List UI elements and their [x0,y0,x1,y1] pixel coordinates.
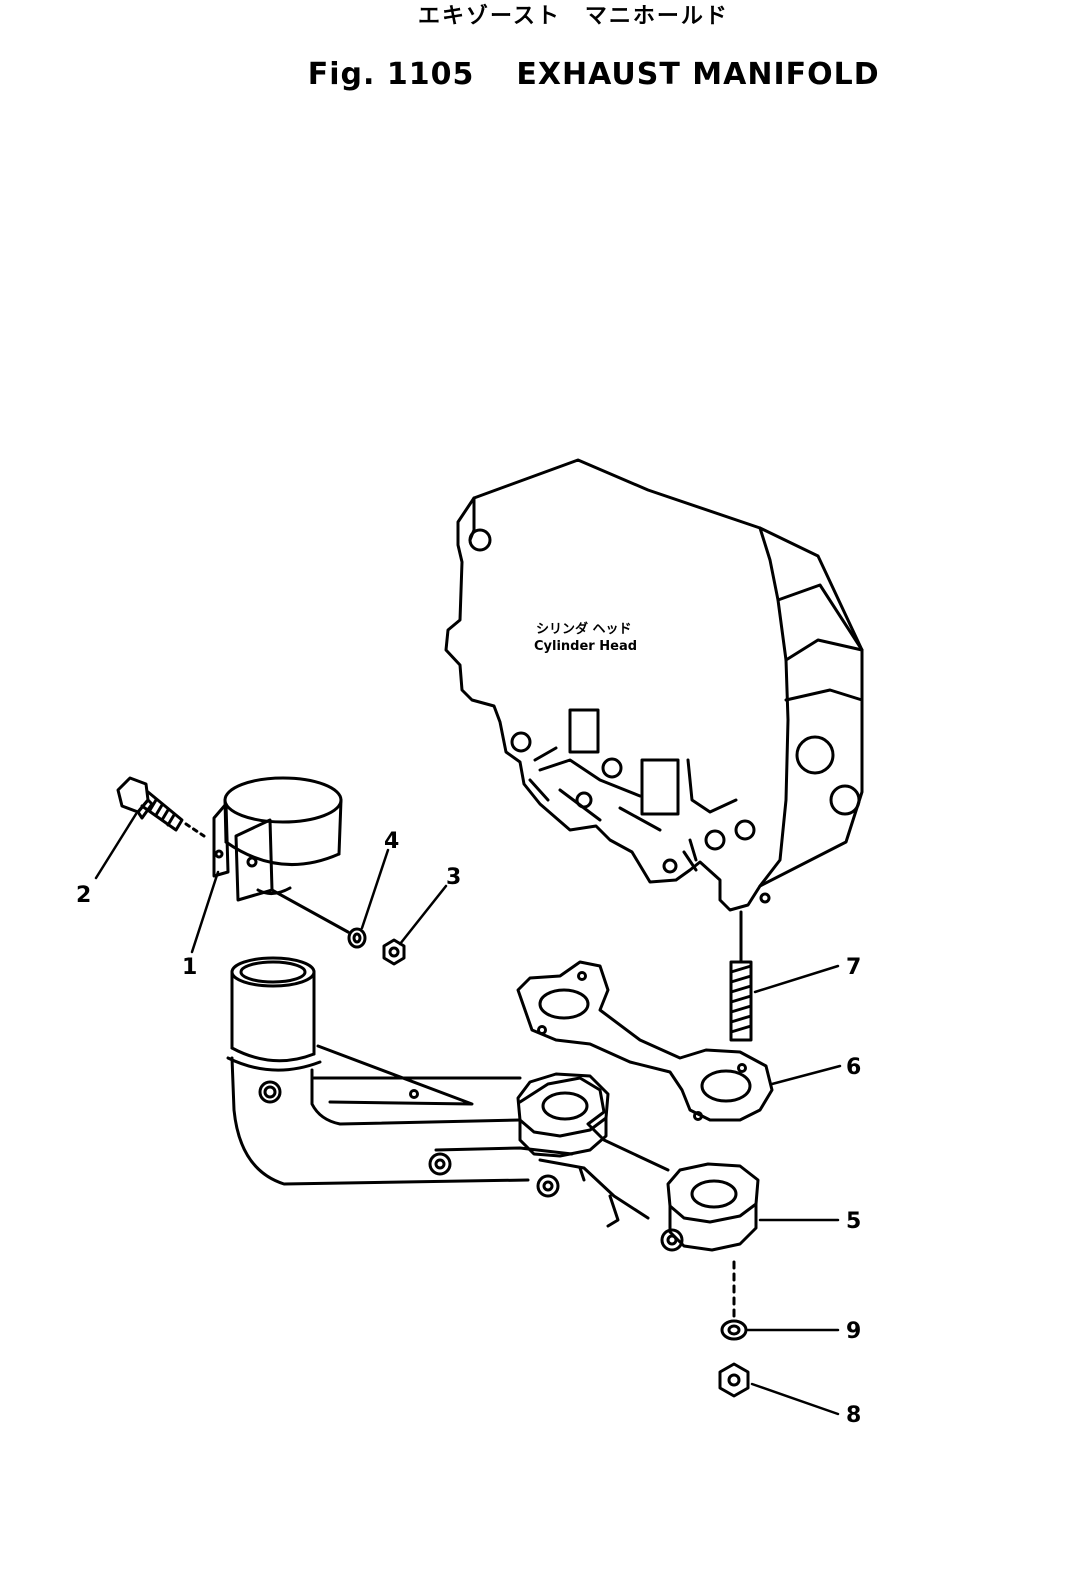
callout-3: 3 [446,865,461,890]
figure-number: Fig. 1105 [307,57,475,92]
exhaust-manifold-part-5 [226,956,760,1252]
cylinder-head-label-japanese: シリンダ ヘッド [536,621,632,637]
callout-1: 1 [182,955,197,980]
leader-lines [94,812,842,1416]
washer-part-4 [270,888,367,949]
title-japanese: エキゾースト マニホールド [418,4,729,29]
page-title: Fig. 1105 EXHAUST MANIFOLD [262,22,880,127]
nut-part-8 [718,1362,750,1398]
cylinder-head: シリンダ ヘッド Cylinder Head [444,458,864,912]
callout-7: 7 [846,955,861,980]
callout-8: 8 [846,1403,861,1428]
callout-numbers: 1 2 3 4 5 6 7 8 9 [76,829,861,1428]
callout-6: 6 [846,1055,861,1080]
bolt-part-2 [116,776,206,838]
stud-part-7 [729,910,753,1042]
figure-title: EXHAUST MANIFOLD [516,57,880,92]
cylinder-head-label: Cylinder Head [534,639,637,654]
callout-4: 4 [384,829,399,854]
callout-9: 9 [846,1319,861,1344]
gasket-part-6 [516,960,774,1122]
nut-part-3 [382,938,406,966]
washer-part-9 [720,1260,748,1341]
callout-5: 5 [846,1209,861,1234]
callout-2: 2 [76,883,91,908]
clamp-part-1 [212,776,343,902]
